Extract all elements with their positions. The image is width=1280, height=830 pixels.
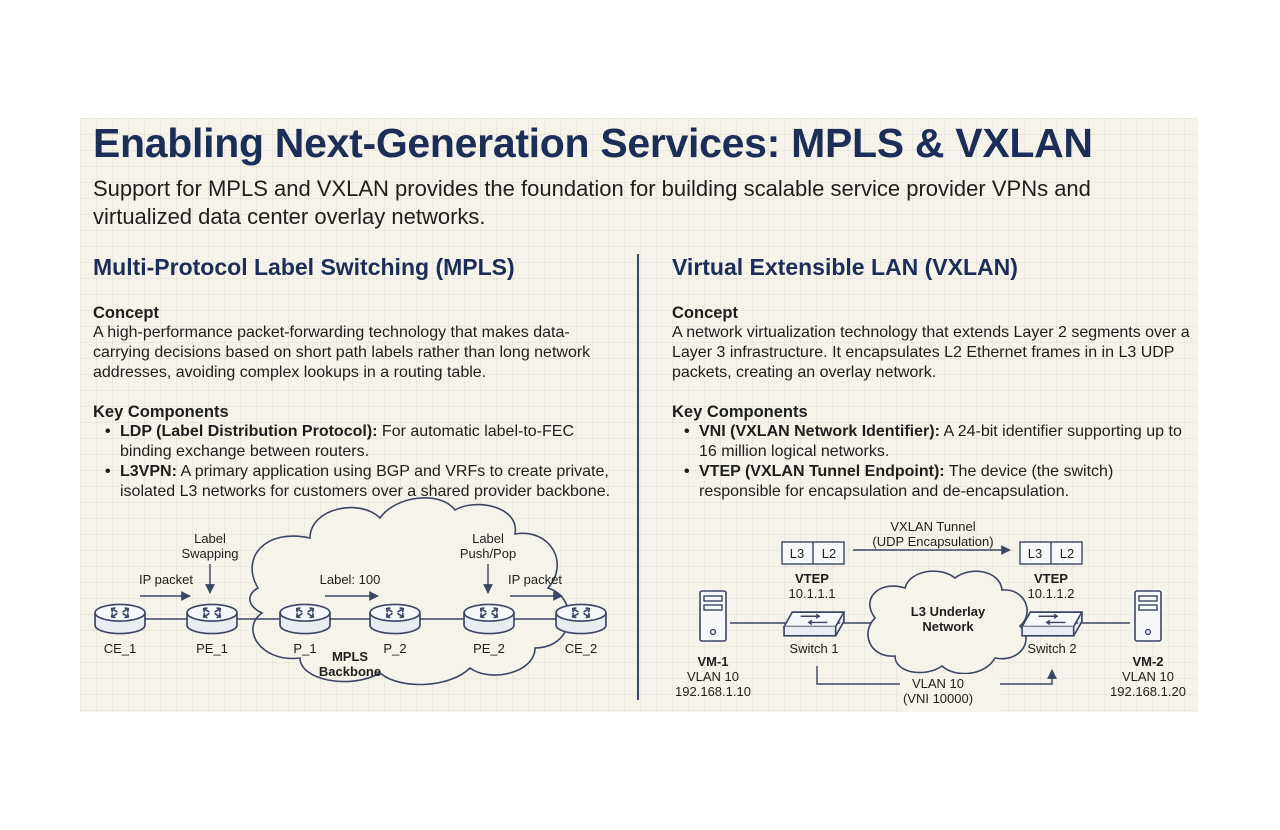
- page-subtitle: Support for MPLS and VXLAN provides the …: [93, 176, 1091, 229]
- vtep1-header-box: [781, 541, 845, 565]
- component-term: L3VPN:: [120, 463, 177, 480]
- vxlan-column: Virtual Extensible LAN (VXLAN) Concept A…: [672, 254, 1192, 502]
- router-label-ce2: CE_2: [565, 641, 598, 656]
- component-desc: A 24-bit identifier supporting up to 16 …: [699, 423, 1182, 460]
- mpls-cloud-label: Backbone: [319, 664, 381, 679]
- component-term: LDP (Label Distribution Protocol):: [120, 423, 378, 440]
- component-desc: The device (the switch) responsible for …: [699, 463, 1114, 500]
- vm1-vlan: VLAN 10: [687, 669, 739, 684]
- ip-packet-label: IP packet: [508, 572, 562, 587]
- label-swapping-text: Label: [194, 531, 226, 546]
- switch-icon: [1021, 611, 1083, 637]
- vxlan-concept-heading: Concept: [672, 304, 738, 322]
- vm1-ip: 192.168.1.10: [675, 684, 751, 699]
- mpls-key-components-heading: Key Components: [93, 403, 229, 421]
- header-l2: L2: [1060, 546, 1074, 561]
- vlan-label: VLAN 10: [912, 676, 964, 691]
- server-icon: [699, 590, 727, 642]
- mpls-backbone-cloud: [249, 497, 570, 686]
- vm2-ip: 192.168.1.20: [1110, 684, 1186, 699]
- label-pushpop-text: Label: [472, 531, 504, 546]
- router-icon: [279, 603, 331, 635]
- label-100-text: Label: 100: [320, 572, 381, 587]
- component-desc: A primary application using BGP and VRFs…: [120, 463, 611, 500]
- list-item: VNI (VXLAN Network Identifier): A 24-bit…: [684, 422, 1192, 462]
- router-icon: [186, 603, 238, 635]
- component-term: VNI (VXLAN Network Identifier):: [699, 423, 940, 440]
- underlay-label: Network: [922, 619, 974, 634]
- underlay-cloud: [867, 570, 1028, 675]
- router-label-p1: P_1: [293, 641, 316, 656]
- tunnel-label: (UDP Encapsulation): [872, 534, 993, 549]
- component-desc: For automatic label-to-FEC binding excha…: [120, 423, 574, 460]
- header-l3: L3: [1028, 546, 1042, 561]
- vni-label: (VNI 10000): [903, 691, 973, 706]
- network-diagrams: CE_1 PE_1 P_1 P_2 PE_2 CE_2 MPLS Backbon…: [94, 497, 1186, 712]
- vxlan-heading: Virtual Extensible LAN (VXLAN): [672, 254, 1018, 280]
- mpls-cloud-label: MPLS: [332, 649, 368, 664]
- underlay-label: L3 Underlay: [911, 604, 986, 619]
- tunnel-label: VXLAN Tunnel: [890, 519, 975, 534]
- router-icon: [369, 603, 421, 635]
- vm2-vlan: VLAN 10: [1122, 669, 1174, 684]
- label-pushpop-text: Push/Pop: [460, 546, 516, 561]
- switch2-label: Switch 2: [1027, 641, 1076, 656]
- router-label-p2: P_2: [383, 641, 406, 656]
- mpls-diagram: CE_1 PE_1 P_1 P_2 PE_2 CE_2 MPLS Backbon…: [94, 497, 607, 686]
- server-icon: [1134, 590, 1162, 642]
- list-item: VTEP (VXLAN Tunnel Endpoint): The device…: [684, 462, 1192, 502]
- vtep1-label: VTEP: [795, 571, 829, 586]
- mpls-concept-text: A high-performance packet-forwarding tec…: [93, 324, 591, 381]
- page-title: Enabling Next-Generation Services: MPLS …: [93, 120, 1093, 166]
- router-label-pe1: PE_1: [196, 641, 228, 656]
- router-label-ce1: CE_1: [104, 641, 137, 656]
- vtep2-ip: 10.1.1.2: [1028, 586, 1075, 601]
- switch1-label: Switch 1: [789, 641, 838, 656]
- vxlan-key-components-heading: Key Components: [672, 403, 808, 421]
- column-divider: [637, 254, 639, 700]
- vxlan-components-list: VNI (VXLAN Network Identifier): A 24-bit…: [672, 422, 1192, 502]
- header-l3: L3: [790, 546, 804, 561]
- vm1-name: VM-1: [697, 654, 728, 669]
- vm2-name: VM-2: [1132, 654, 1163, 669]
- vtep2-label: VTEP: [1034, 571, 1068, 586]
- router-label-pe2: PE_2: [473, 641, 505, 656]
- vxlan-concept-text: A network virtualization technology that…: [672, 324, 1190, 381]
- label-swapping-text: Swapping: [181, 546, 238, 561]
- mpls-column: Multi-Protocol Label Switching (MPLS) Co…: [93, 254, 613, 502]
- mpls-components-list: LDP (Label Distribution Protocol): For a…: [93, 422, 613, 502]
- vxlan-diagram: VXLAN Tunnel (UDP Encapsulation) L3 L2 L…: [675, 519, 1186, 712]
- list-item: LDP (Label Distribution Protocol): For a…: [105, 422, 613, 462]
- header-l2: L2: [822, 546, 836, 561]
- ip-packet-label: IP packet: [139, 572, 193, 587]
- component-term: VTEP (VXLAN Tunnel Endpoint):: [699, 463, 945, 480]
- vtep2-header-box: [1019, 541, 1083, 565]
- infographic-panel: Enabling Next-Generation Services: MPLS …: [80, 118, 1198, 712]
- router-icon: [94, 603, 146, 635]
- mpls-concept-heading: Concept: [93, 304, 159, 322]
- mpls-heading: Multi-Protocol Label Switching (MPLS): [93, 254, 515, 280]
- switch-icon: [783, 611, 845, 637]
- router-icon: [555, 603, 607, 635]
- vtep1-ip: 10.1.1.1: [789, 586, 836, 601]
- vlan-label-backdrop: [900, 674, 1000, 712]
- list-item: L3VPN: A primary application using BGP a…: [105, 462, 613, 502]
- router-icon: [463, 603, 515, 635]
